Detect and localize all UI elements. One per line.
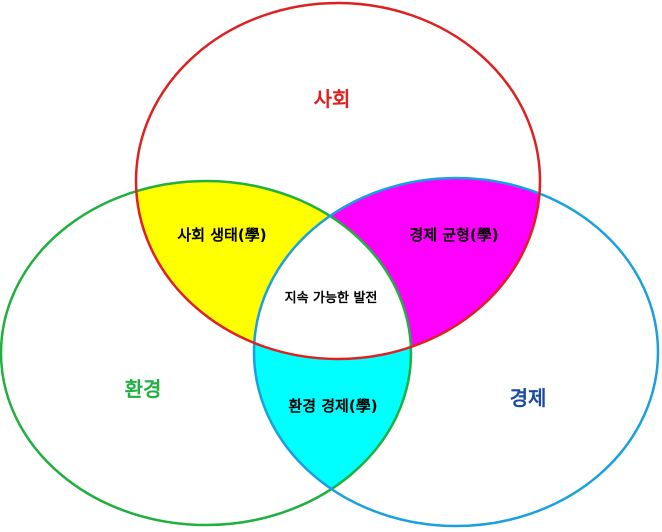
society-environment-label: 사회 생태(學) (177, 226, 266, 244)
environment-circle (0, 179, 413, 527)
environment-label: 환경 (125, 377, 162, 401)
center-label: 지속 가능한 발전 (285, 290, 378, 306)
society-label: 사회 (314, 87, 351, 111)
society-circle (134, 1, 542, 361)
society-economy-label: 경제 균형(學) (409, 226, 498, 244)
economy-label: 경제 (510, 386, 547, 410)
economy-circle (252, 176, 660, 528)
environment-economy-label: 환경 경제(學) (288, 397, 377, 415)
